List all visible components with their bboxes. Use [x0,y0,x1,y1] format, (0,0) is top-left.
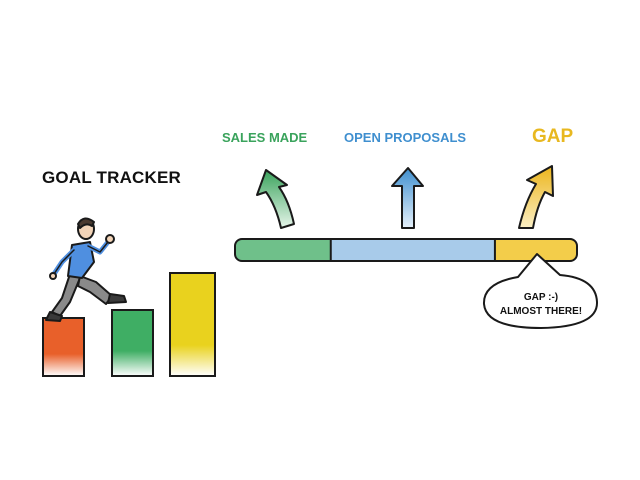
progress-segment-gap [494,239,577,261]
callout-line-2: ALMOST THERE! [499,306,583,317]
gap-callout-text: GAP :-) ALMOST THERE! [488,291,594,319]
page-title: GOAL TRACKER [42,168,182,187]
callout-line-1: GAP :-) [523,292,559,303]
gap-arrow [518,165,554,229]
open-proposals-arrow [391,167,424,229]
progress-segment-open-proposals [330,239,496,261]
step-3 [169,272,216,377]
step-1 [42,317,85,377]
progress-segment-sales-made [235,239,332,261]
sales-made-label: SALES MADE [222,130,308,145]
step-2 [111,309,154,377]
open-proposals-label: OPEN PROPOSALS [344,130,467,145]
sales-arrow [256,169,295,229]
up-arrow-icon [256,169,295,229]
progress-bar [234,238,578,262]
gap-label: GAP [532,126,574,147]
gap-callout-bubble [482,253,599,329]
steps [42,272,216,377]
up-arrow-icon [518,165,554,229]
progress-outline [234,238,578,262]
walking-person-icon [45,217,127,322]
up-arrow-icon [391,167,424,229]
